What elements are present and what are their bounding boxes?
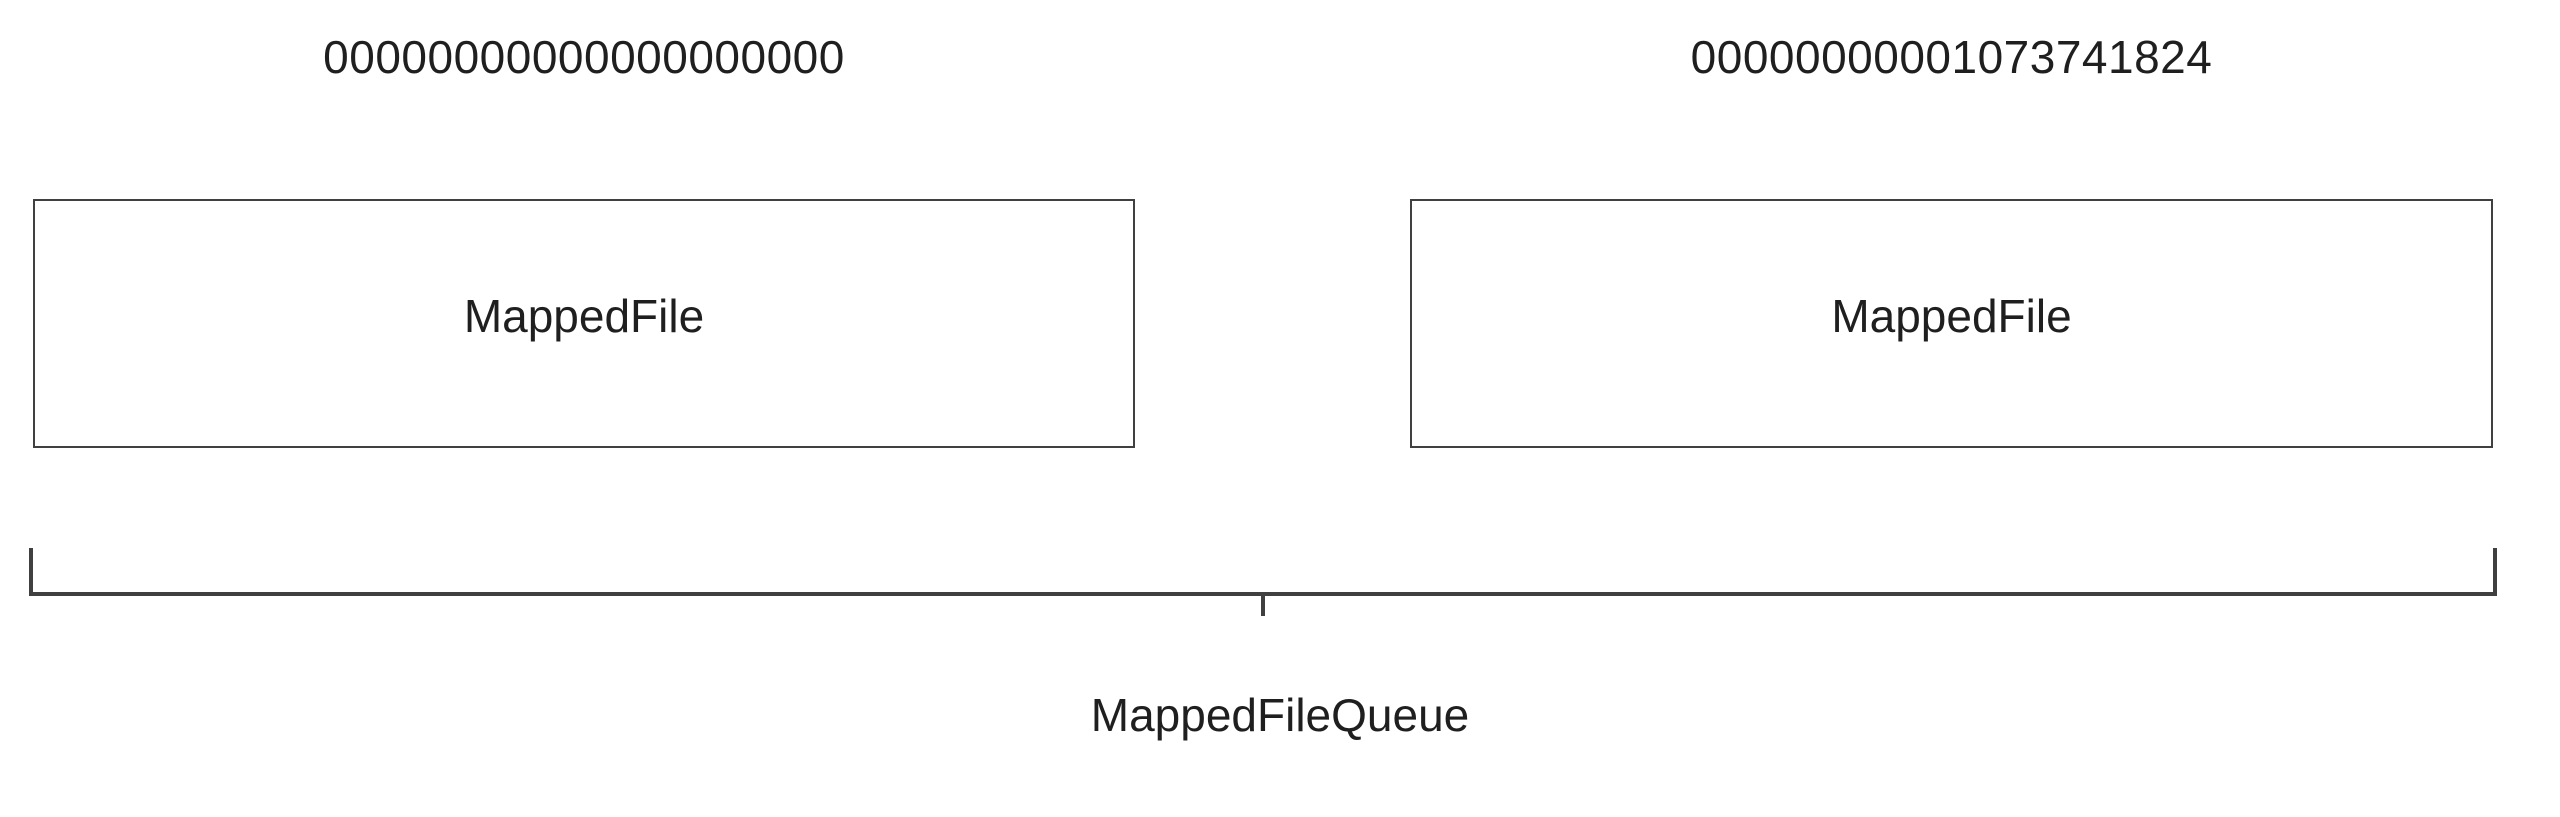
mapped-file-box-label-1: MappedFile xyxy=(463,289,705,342)
queue-span-bracket-svg xyxy=(29,548,2497,616)
mapped-file-box-2: MappedFile xyxy=(1410,199,2493,448)
mapped-file-box-label-2: MappedFile xyxy=(1831,289,2072,342)
queue-caption-label: MappedFileQueue xyxy=(1090,689,1470,741)
mapped-file-name-label-2: 00000000001073741824 xyxy=(1690,31,2213,83)
mapped-file-box-1: MappedFile xyxy=(33,199,1135,448)
mapped-file-name-label-1: 00000000000000000000 xyxy=(323,31,845,83)
queue-span-bracket xyxy=(0,520,2560,630)
